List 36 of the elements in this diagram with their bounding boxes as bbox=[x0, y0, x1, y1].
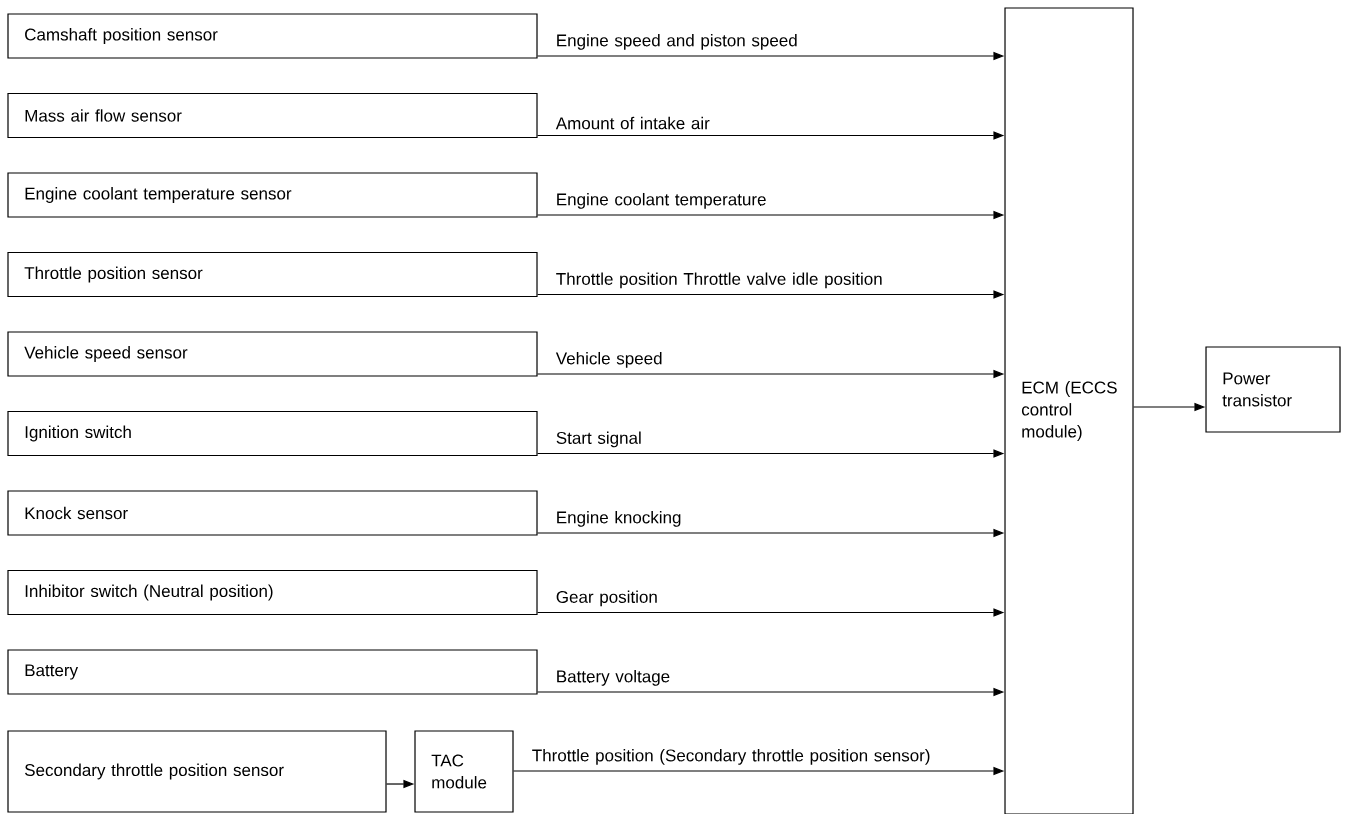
process-box bbox=[7, 569, 538, 616]
process-box bbox=[7, 730, 387, 813]
edge-label: Throttle position Throttle valve idle position bbox=[556, 272, 882, 289]
process-box bbox=[1205, 346, 1341, 433]
box-text: Engine coolant temperature sensor bbox=[25, 187, 292, 203]
process-box bbox=[7, 331, 538, 377]
box-text: ECM (ECCS control module) bbox=[1021, 381, 1117, 441]
process-box bbox=[414, 730, 514, 813]
process-box bbox=[7, 92, 538, 139]
box-text: Throttle position sensor bbox=[24, 266, 203, 283]
edge-label: Amount of intake air bbox=[555, 116, 710, 130]
edge-label: Vehicle speed bbox=[555, 351, 662, 368]
edge-label: Engine speed and piston speed bbox=[557, 33, 797, 50]
box-text: Inhibitor switch (Neutral position) bbox=[25, 584, 273, 601]
edge-label: Throttle position (Secondary throttle position sensor) bbox=[532, 748, 930, 765]
process-box bbox=[7, 13, 538, 59]
box-text: Knock sensor bbox=[25, 506, 128, 520]
box-text: Secondary throttle position sensor bbox=[24, 763, 284, 780]
box-text: Vehicle speed sensor bbox=[24, 346, 188, 362]
box-text: Power transistor bbox=[1222, 372, 1292, 407]
box-text: Battery bbox=[25, 664, 79, 680]
edge-label: Battery voltage bbox=[557, 669, 670, 686]
edge-label: Start signal bbox=[556, 431, 641, 448]
box-text: Mass air flow sensor bbox=[25, 109, 182, 122]
process-box bbox=[7, 172, 538, 218]
process-box bbox=[7, 490, 538, 536]
box-text: TAC module bbox=[431, 754, 487, 789]
edge-label: Engine coolant temperature bbox=[557, 192, 766, 209]
control-module-box bbox=[1004, 7, 1134, 814]
process-box bbox=[7, 410, 538, 457]
box-text: Camshaft position sensor bbox=[25, 28, 218, 44]
process-box bbox=[7, 649, 538, 695]
edge-label: Engine knocking bbox=[557, 510, 681, 527]
box-text: Ignition switch bbox=[25, 425, 131, 442]
edge-label: Gear position bbox=[556, 590, 657, 607]
process-box bbox=[7, 251, 538, 298]
